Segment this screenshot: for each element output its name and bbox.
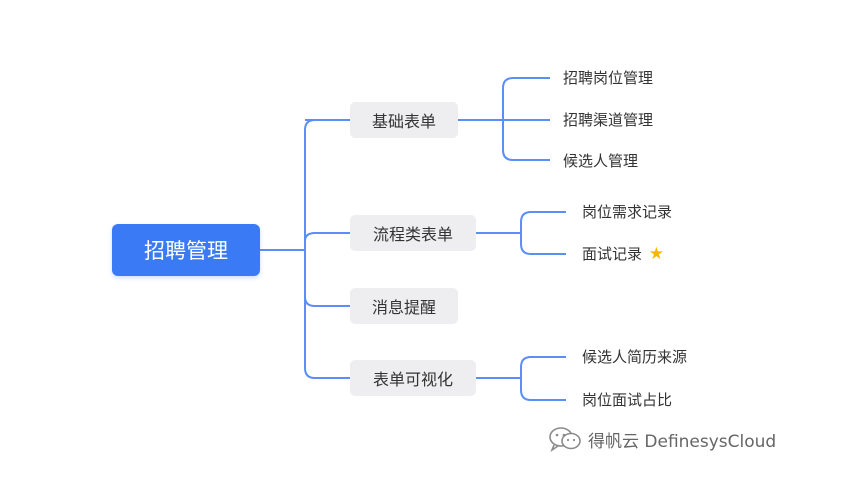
branch-node-form-visualization[interactable]: 表单可视化 bbox=[350, 360, 476, 396]
branch-label: 流程类表单 bbox=[372, 225, 453, 244]
branch-node-notifications[interactable]: 消息提醒 bbox=[350, 288, 458, 324]
leaf-label: 面试记录 bbox=[582, 245, 643, 263]
leaf-node[interactable]: 候选人简历来源 bbox=[582, 347, 687, 367]
leaf-label: 招聘岗位管理 bbox=[563, 69, 654, 87]
wechat-icon bbox=[549, 427, 581, 452]
leaf-node[interactable]: 招聘渠道管理 bbox=[563, 110, 653, 130]
leaf-label: 候选人管理 bbox=[563, 152, 639, 170]
branch-label: 表单可视化 bbox=[372, 370, 453, 389]
star-icon: ★ bbox=[648, 244, 665, 264]
connector-branch-3 bbox=[304, 296, 350, 307]
leaf-label: 岗位面试占比 bbox=[582, 391, 673, 409]
root-node[interactable]: 招聘管理 bbox=[112, 224, 260, 276]
branch-trunk bbox=[304, 119, 316, 379]
leaf-node[interactable]: 面试记录 ★ bbox=[582, 244, 664, 264]
watermark: 得帆云 DefinesysCloud bbox=[548, 426, 776, 452]
leaf-node[interactable]: 岗位面试占比 bbox=[582, 390, 672, 410]
leaf-label: 招聘渠道管理 bbox=[563, 111, 654, 129]
leaf-node[interactable]: 招聘岗位管理 bbox=[563, 68, 653, 88]
root-label: 招聘管理 bbox=[144, 239, 228, 263]
leaf-label: 候选人简历来源 bbox=[582, 348, 688, 366]
branch-label: 消息提醒 bbox=[371, 298, 436, 317]
connector-b4-trunk bbox=[520, 356, 532, 401]
branch-node-process-forms[interactable]: 流程类表单 bbox=[350, 215, 476, 251]
connector-b2-trunk bbox=[520, 211, 532, 255]
leaf-node[interactable]: 候选人管理 bbox=[563, 151, 638, 171]
leaf-node[interactable]: 岗位需求记录 bbox=[582, 202, 672, 222]
connector-branch-2 bbox=[304, 232, 350, 242]
leaf-label: 岗位需求记录 bbox=[582, 203, 673, 221]
branch-node-basic-forms[interactable]: 基础表单 bbox=[350, 102, 458, 138]
watermark-text: 得帆云 DefinesysCloud bbox=[588, 431, 777, 452]
branch-label: 基础表单 bbox=[371, 112, 436, 131]
